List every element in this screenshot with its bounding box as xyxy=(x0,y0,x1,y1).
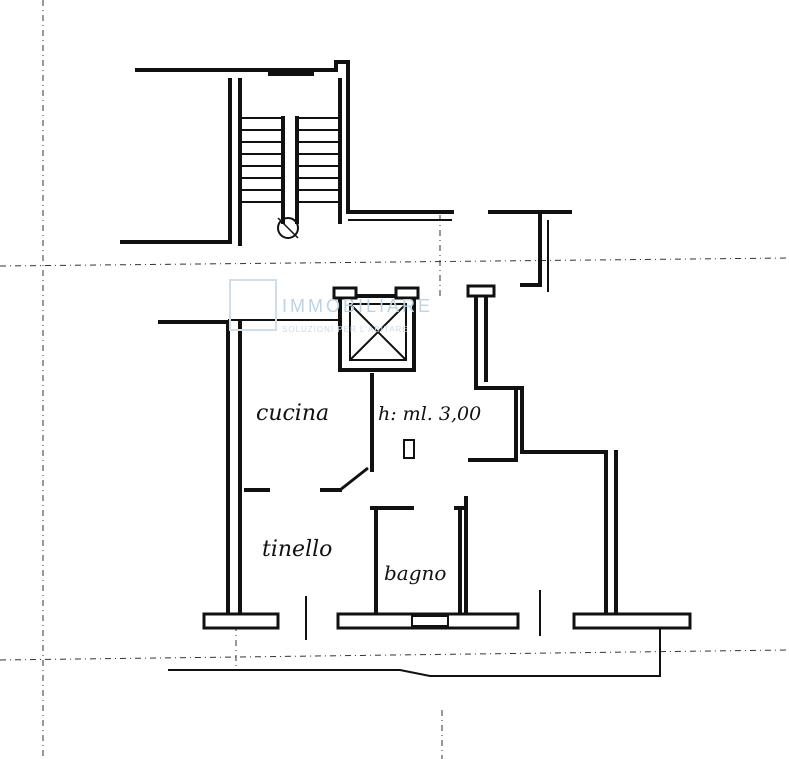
facade xyxy=(168,612,692,677)
watermark-tagline: SOLUZIONI PER L'ABITARE xyxy=(282,325,409,334)
kitchen-door-leaf xyxy=(339,466,369,492)
pillar xyxy=(403,439,415,459)
room-label-living: tinello xyxy=(262,537,332,562)
stair-treads xyxy=(240,117,340,203)
ceiling-height-note: h: ml. 3,00 xyxy=(378,403,481,425)
watermark: IMMOBILIARE SOLUZIONI PER L'ABITARE xyxy=(229,279,433,334)
elevator-shaft xyxy=(332,286,420,372)
staircase xyxy=(120,60,454,246)
watermark-brand: IMMOBILIARE xyxy=(282,296,433,316)
room-label-bathroom: bagno xyxy=(384,561,446,585)
apartment-walls xyxy=(158,284,618,640)
stair-landing-marker xyxy=(277,217,299,239)
watermark-logo-icon xyxy=(229,279,277,331)
room-label-kitchen: cucina xyxy=(256,401,329,426)
corridor-wall-fragment xyxy=(488,210,572,292)
